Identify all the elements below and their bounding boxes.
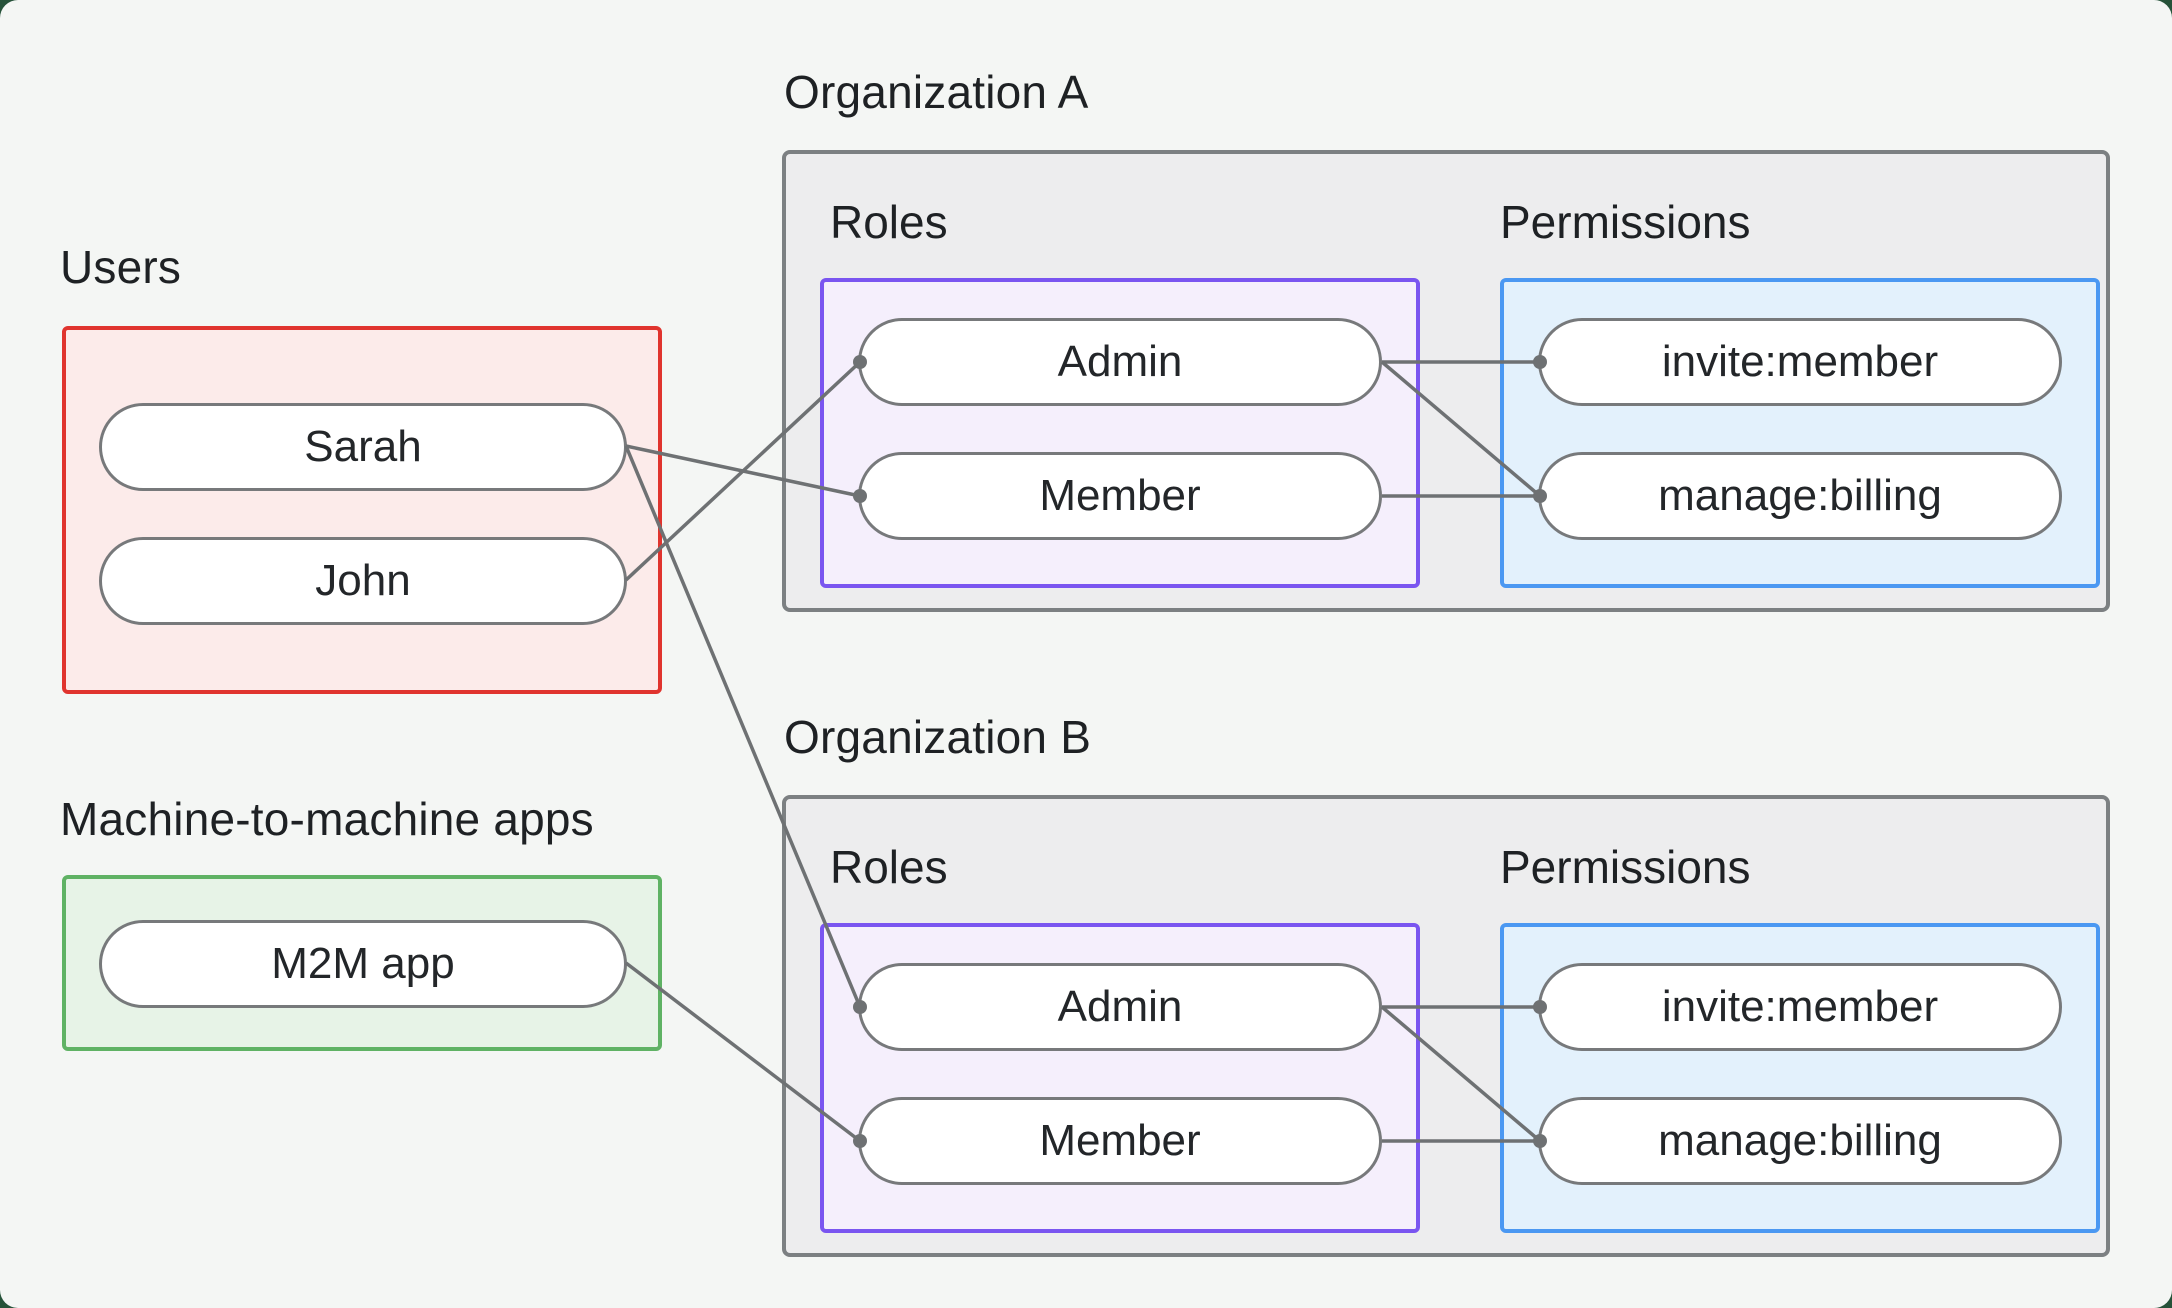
user-pill-john: John xyxy=(99,537,627,625)
org-a-permissions-label: Permissions xyxy=(1500,196,1751,248)
org-b-permission-manage-billing-label: manage:billing xyxy=(1658,1116,1942,1165)
org-a-roles-label: Roles xyxy=(830,196,948,248)
org-b-roles-box: Admin Member xyxy=(820,923,1420,1233)
org-b-permissions-box: invite:member manage:billing xyxy=(1500,923,2100,1233)
m2m-group-label: Machine-to-machine apps xyxy=(60,793,594,845)
m2m-app-pill: M2M app xyxy=(99,920,627,1008)
m2m-group-box: M2M app xyxy=(62,875,662,1051)
org-a-permission-pill-manage-billing: manage:billing xyxy=(1538,452,2062,540)
org-b-role-pill-member: Member xyxy=(858,1097,1382,1185)
organization-a-box: Roles Permissions Admin Member invite:me… xyxy=(782,150,2110,612)
org-a-permissions-box: invite:member manage:billing xyxy=(1500,278,2100,588)
users-group-box: Sarah John xyxy=(62,326,662,694)
org-b-permission-invite-member-label: invite:member xyxy=(1661,982,1939,1031)
user-pill-john-label: John xyxy=(315,556,411,605)
org-b-permission-pill-invite-member: invite:member xyxy=(1538,963,2062,1051)
org-b-role-member-label: Member xyxy=(1039,1116,1201,1165)
org-a-permission-pill-invite-member: invite:member xyxy=(1538,318,2062,406)
organization-a-title: Organization A xyxy=(784,66,1089,118)
org-b-permissions-label: Permissions xyxy=(1500,841,1751,893)
org-a-role-pill-admin: Admin xyxy=(858,318,1382,406)
org-a-role-member-label: Member xyxy=(1039,471,1201,520)
org-a-roles-box: Admin Member xyxy=(820,278,1420,588)
organization-b: Organization B Roles Permissions Admin M… xyxy=(782,710,2110,1262)
org-a-role-pill-member: Member xyxy=(858,452,1382,540)
organization-b-title: Organization B xyxy=(784,711,1092,763)
user-pill-sarah-label: Sarah xyxy=(304,422,422,471)
user-pill-sarah: Sarah xyxy=(99,403,627,491)
org-b-role-pill-admin: Admin xyxy=(858,963,1382,1051)
org-b-role-admin-label: Admin xyxy=(1057,982,1183,1031)
org-a-role-admin-label: Admin xyxy=(1057,337,1183,386)
organization-a: Organization A Roles Permissions Admin M… xyxy=(782,65,2110,617)
m2m-app-pill-label: M2M app xyxy=(271,939,455,988)
organization-b-box: Roles Permissions Admin Member invite:me… xyxy=(782,795,2110,1257)
org-b-permission-pill-manage-billing: manage:billing xyxy=(1538,1097,2062,1185)
users-group-label: Users xyxy=(60,241,182,293)
org-a-permission-manage-billing-label: manage:billing xyxy=(1658,471,1942,520)
org-a-permission-invite-member-label: invite:member xyxy=(1661,337,1939,386)
org-b-roles-label: Roles xyxy=(830,841,948,893)
